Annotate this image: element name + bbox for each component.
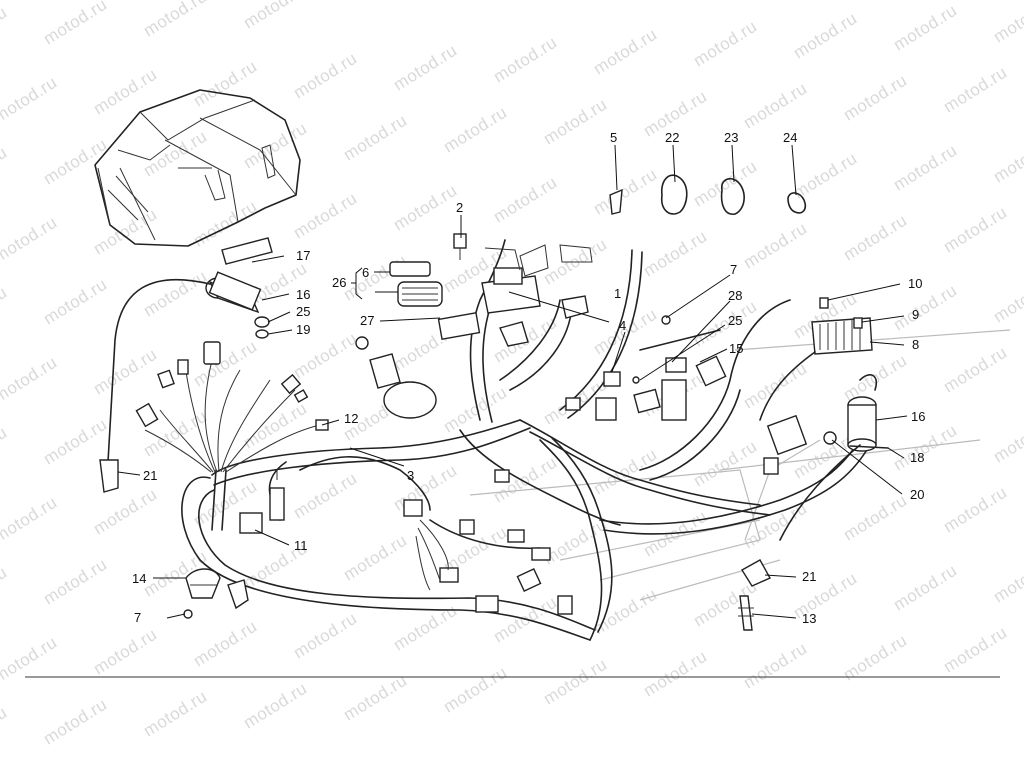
fuel-tank bbox=[94, 89, 301, 247]
callout-17: 17 bbox=[296, 248, 310, 263]
callout-18: 18 bbox=[910, 450, 924, 465]
callout-numbers: 1 2 3 4 5 6 7 7 8 9 10 11 12 13 14 15 16… bbox=[132, 130, 925, 626]
callout-22: 22 bbox=[665, 130, 679, 145]
callout-21-right: 21 bbox=[802, 569, 816, 584]
callout-14: 14 bbox=[132, 571, 146, 586]
ignition-coil-right bbox=[779, 374, 889, 541]
callout-10: 10 bbox=[908, 276, 922, 291]
callout-12: 12 bbox=[344, 411, 358, 426]
callout-8: 8 bbox=[912, 337, 919, 352]
main-wiring-harness bbox=[181, 239, 869, 641]
callout-21-left: 21 bbox=[143, 468, 157, 483]
callout-13: 13 bbox=[802, 611, 816, 626]
callout-1: 1 bbox=[614, 286, 621, 301]
callout-5: 5 bbox=[610, 130, 617, 145]
callout-16-left: 16 bbox=[296, 287, 310, 302]
callout-25-right: 25 bbox=[728, 313, 742, 328]
callout-9: 9 bbox=[912, 307, 919, 322]
callout-23: 23 bbox=[724, 130, 738, 145]
callout-25-left: 25 bbox=[296, 304, 310, 319]
callout-15: 15 bbox=[729, 341, 743, 356]
center-bottom-connectors bbox=[403, 414, 808, 615]
ignition-coil-left bbox=[99, 237, 273, 493]
callout-11: 11 bbox=[294, 538, 308, 553]
callout-28: 28 bbox=[728, 288, 742, 303]
callout-7-top: 7 bbox=[730, 262, 737, 277]
spark-plug-caps bbox=[738, 559, 771, 631]
callout-19: 19 bbox=[296, 322, 310, 337]
callout-24: 24 bbox=[783, 130, 797, 145]
voltage-regulator bbox=[759, 297, 873, 421]
callout-16-right: 16 bbox=[911, 409, 925, 424]
right-connectors bbox=[565, 315, 727, 421]
callout-27: 27 bbox=[360, 313, 374, 328]
top-small-parts bbox=[609, 174, 807, 215]
callout-20: 20 bbox=[910, 487, 924, 502]
fuse-box-group bbox=[355, 233, 593, 419]
background-frame bbox=[469, 329, 1011, 601]
callout-6: 6 bbox=[362, 265, 369, 280]
callout-7-bottom: 7 bbox=[134, 610, 141, 625]
callout-2: 2 bbox=[456, 200, 463, 215]
left-connector-branch bbox=[135, 341, 329, 534]
callout-4: 4 bbox=[619, 318, 626, 333]
callout-3: 3 bbox=[407, 468, 414, 483]
callout-leaders bbox=[117, 144, 908, 619]
callout-26: 26 bbox=[332, 275, 346, 290]
horn bbox=[183, 568, 249, 619]
